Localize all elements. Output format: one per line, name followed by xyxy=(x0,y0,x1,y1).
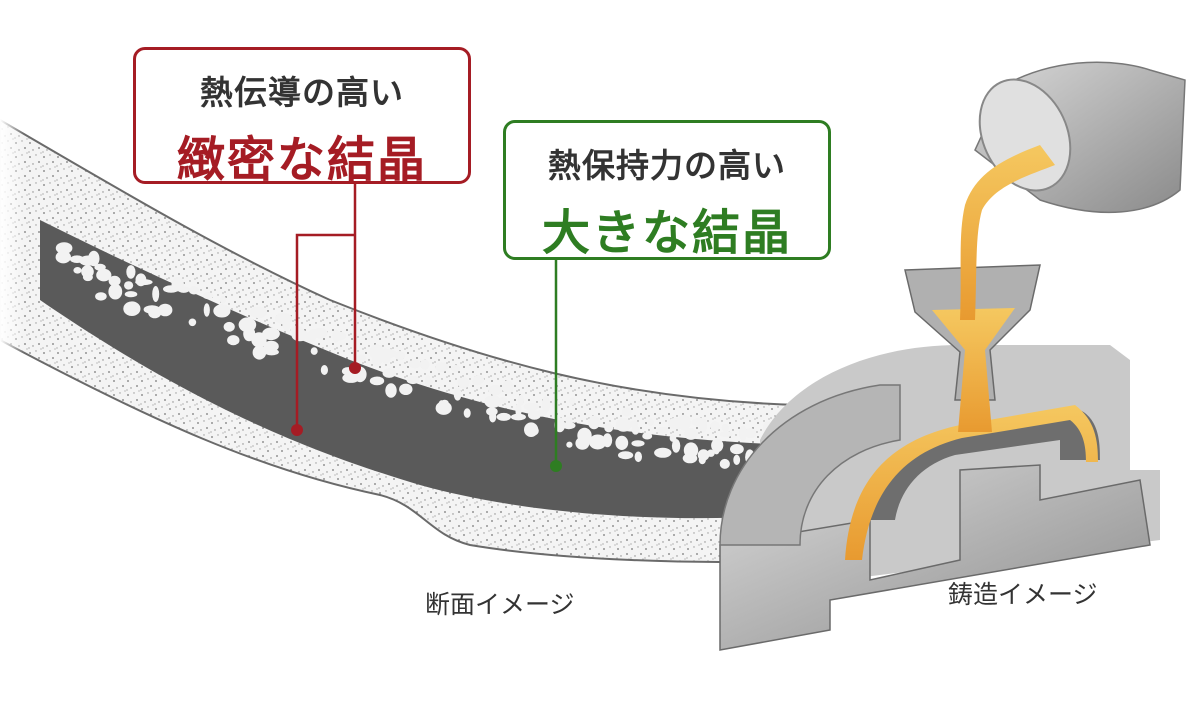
callout-large-crystal: 熱保持力の高い 大きな結晶 xyxy=(503,120,831,261)
callout-large-main: 大きな結晶 xyxy=(541,205,792,261)
mold-curved-top xyxy=(719,384,901,546)
mold-front-face xyxy=(719,464,1151,651)
callout-dense-main: 緻密な結晶 xyxy=(176,132,427,188)
molten-pour-stream xyxy=(960,145,1055,320)
sprue-molten xyxy=(932,308,1015,432)
callout-dense-crystal: 熱伝導の高い 緻密な結晶 xyxy=(133,47,471,188)
casting-mold xyxy=(719,61,1186,651)
callout-large-sub: 熱保持力の高い xyxy=(548,146,786,185)
molten-channel xyxy=(845,405,1098,560)
leader-red xyxy=(295,184,357,428)
mold-inner-cavity xyxy=(860,410,1100,520)
marker-large xyxy=(550,460,562,472)
marker-dense-1 xyxy=(349,362,361,374)
caption-casting: 鋳造イメージ xyxy=(948,580,1098,609)
caption-section: 断面イメージ xyxy=(425,590,575,619)
callout-dense-sub: 熱伝導の高い xyxy=(200,73,404,112)
marker-dense-2 xyxy=(291,424,303,436)
